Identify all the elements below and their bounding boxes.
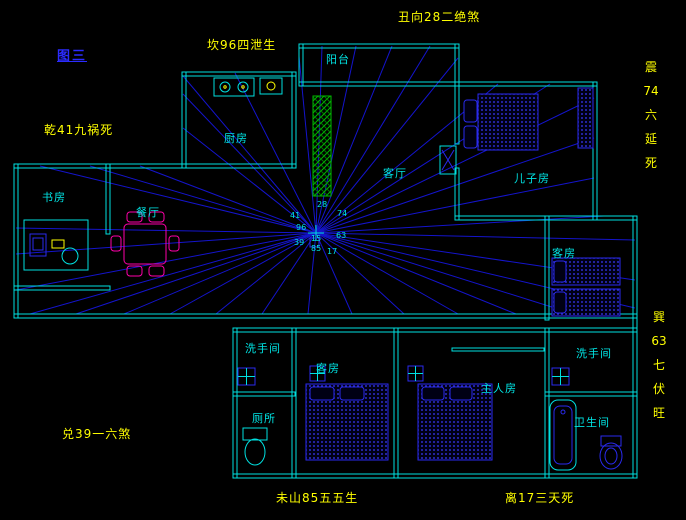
toilet-fixture-right: [599, 435, 623, 470]
annotation-kan: 坎96四泄生: [207, 38, 277, 52]
star-number-nw: 41: [290, 211, 301, 220]
room-label-bathroom: 卫生间: [574, 416, 610, 429]
bed-master: [417, 383, 493, 461]
bed-son-room: [463, 87, 594, 151]
star-number-s: 85: [311, 244, 322, 253]
walls: [13, 43, 638, 479]
annotation-zhen: 震 74 六 延 死: [643, 60, 659, 170]
room-label-guest-bottom: 客房: [316, 362, 340, 375]
annotation-qian: 乾41九祸死: [44, 123, 114, 137]
room-label-son-room: 儿子房: [514, 172, 550, 185]
star-number-c: 15: [311, 234, 322, 243]
star-number-e: 63: [336, 231, 347, 240]
room-label-kitchen: 厨房: [224, 132, 248, 145]
room-label-balcony: 阳台: [326, 53, 350, 66]
bed-guest-bottom: [305, 383, 389, 461]
center-marker: [308, 225, 324, 248]
study-desk: [23, 219, 89, 271]
figure-title: 图三: [57, 49, 88, 64]
star-number-sw: 39: [294, 238, 305, 247]
drain-symbols: [237, 365, 570, 386]
room-label-study: 书房: [42, 191, 66, 204]
room-label-washroom-left: 洗手间: [245, 342, 281, 355]
annotation-xun: 巽 63 七 伏 旺: [651, 310, 667, 420]
annotation-wei: 未山85五五生: [276, 491, 359, 505]
room-label-toilet: 厕所: [252, 412, 276, 425]
room-label-master: 主人房: [481, 382, 517, 395]
room-label-washroom-right: 洗手间: [576, 347, 612, 360]
room-label-living: 客厅: [383, 167, 407, 180]
tv-unit: [439, 145, 457, 175]
room-label-dining: 餐厅: [136, 206, 160, 219]
wardrobe: [577, 87, 594, 149]
plant-divider: [312, 95, 332, 197]
dining-table-set: [110, 211, 180, 277]
star-number-w: 96: [296, 223, 307, 232]
room-label-guest-right: 客房: [552, 247, 576, 260]
star-number-ne: 74: [337, 209, 348, 218]
star-number-n: 28: [317, 200, 328, 209]
beds-guest-right: [551, 257, 621, 317]
annotation-north-chou: 丑向28二绝煞: [398, 10, 481, 24]
bathtub: [549, 399, 577, 471]
toilet-fixture-left: [242, 427, 268, 466]
kitchen-stove: [213, 77, 283, 97]
star-number-se: 17: [327, 247, 338, 256]
annotation-li: 离17三天死: [505, 491, 575, 505]
annotation-dui: 兑39一六煞: [62, 427, 132, 441]
